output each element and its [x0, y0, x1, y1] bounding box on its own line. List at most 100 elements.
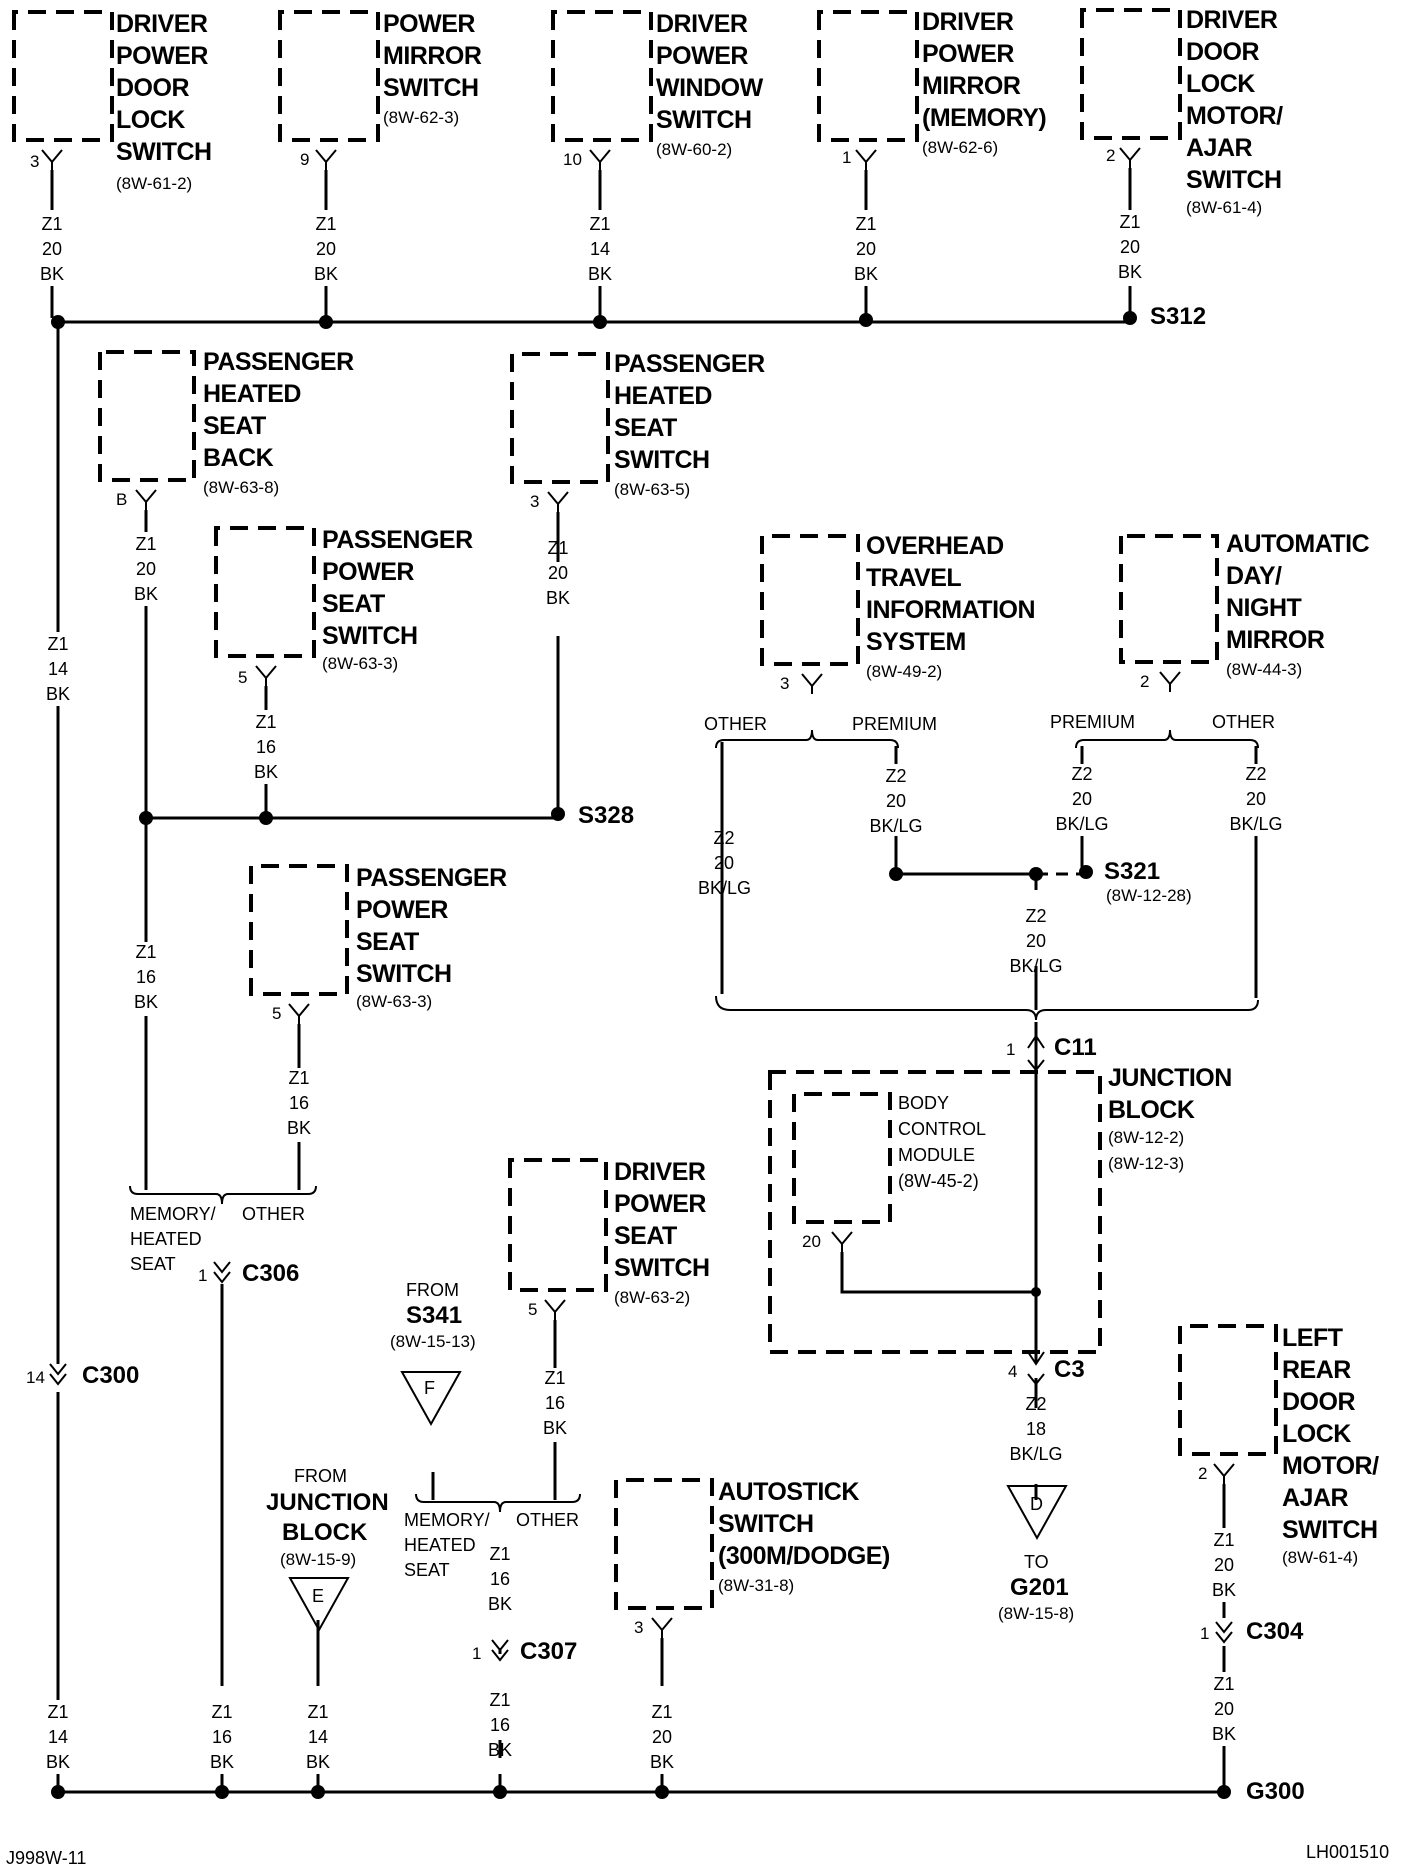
pin-symbols	[41, 147, 1235, 1638]
dpss-pin: 5	[528, 1300, 538, 1319]
c306-pin: 1	[198, 1266, 208, 1285]
connector-c306: C306	[242, 1260, 300, 1287]
ppss2-ref: (8W-63-3)	[356, 992, 433, 1011]
wires	[50, 168, 1258, 1794]
splice-s312: S312	[1150, 303, 1207, 330]
splice-s328: S328	[578, 802, 635, 829]
from-label: FROM	[294, 1466, 347, 1486]
otis-pin: 3	[780, 674, 790, 693]
dpss-ref: (8W-63-2)	[614, 1288, 691, 1307]
bcm-pin: 20	[802, 1232, 821, 1251]
e-ref: (8W-15-9)	[280, 1550, 357, 1569]
splice-s321: S321	[1104, 858, 1161, 885]
triangle-d-letter: D	[1030, 1494, 1043, 1514]
pms-ref: (8W-62-3)	[383, 108, 460, 127]
autostick-pin: 3	[634, 1618, 644, 1637]
to-label: TO	[1024, 1552, 1049, 1572]
footer-drawing-id: LH001510	[1306, 1842, 1390, 1862]
dpws-ref: (8W-60-2)	[656, 140, 733, 159]
option-premium: PREMIUM	[1050, 712, 1135, 732]
adnm-pin: 2	[1140, 672, 1150, 691]
phsb-pin: B	[116, 490, 128, 509]
dpdls-ref: (8W-61-2)	[116, 174, 193, 193]
connector-c300: C300	[82, 1362, 140, 1389]
connector-c11: C11	[1054, 1034, 1097, 1061]
component-boxes	[12, 8, 1278, 1610]
lrdl-pin: 2	[1198, 1464, 1208, 1483]
phss-ref: (8W-63-5)	[614, 480, 691, 499]
ddlm-ref: (8W-61-4)	[1186, 198, 1263, 217]
connector-c304: C304	[1246, 1618, 1304, 1645]
ddlm-pin: 2	[1106, 146, 1116, 165]
ppss1-ref: (8W-63-3)	[322, 654, 399, 673]
triangle-f-letter: F	[424, 1378, 435, 1398]
reference-triangles	[288, 1371, 1068, 1633]
connector-c3: C3	[1054, 1356, 1085, 1383]
option-other: OTHER	[704, 714, 767, 734]
connector-c307: C307	[520, 1638, 578, 1665]
option-brackets	[129, 729, 1259, 1513]
option-other: OTHER	[1212, 712, 1275, 732]
pms-pin: 9	[300, 150, 310, 169]
footer-figure-id: J998W-11	[6, 1848, 87, 1868]
dpm-pin: 1	[842, 148, 852, 167]
otis-ref: (8W-49-2)	[866, 662, 943, 681]
ppss1-pin: 5	[238, 668, 248, 687]
autostick-ref: (8W-31-8)	[718, 1576, 795, 1595]
connector-symbols	[49, 1034, 1233, 1662]
c300-pin: 14	[26, 1368, 45, 1387]
from-splice-s341: S341	[406, 1302, 463, 1329]
dpm-ref: (8W-62-6)	[922, 138, 999, 157]
from-label: FROM	[406, 1280, 459, 1300]
ground-g300: G300	[1246, 1778, 1305, 1805]
s341-ref: (8W-15-13)	[390, 1332, 476, 1351]
option-other: OTHER	[516, 1510, 579, 1530]
splice-dots	[51, 311, 1231, 1799]
s321-ref: (8W-12-28)	[1106, 886, 1192, 905]
lrdl-ref: (8W-61-4)	[1282, 1548, 1359, 1567]
dpws-pin: 10	[563, 150, 582, 169]
adnm-ref: (8W-44-3)	[1226, 660, 1303, 679]
to-ground-g201: G201	[1010, 1574, 1069, 1601]
c11-pin: 1	[1006, 1040, 1016, 1059]
option-other: OTHER	[242, 1204, 305, 1224]
